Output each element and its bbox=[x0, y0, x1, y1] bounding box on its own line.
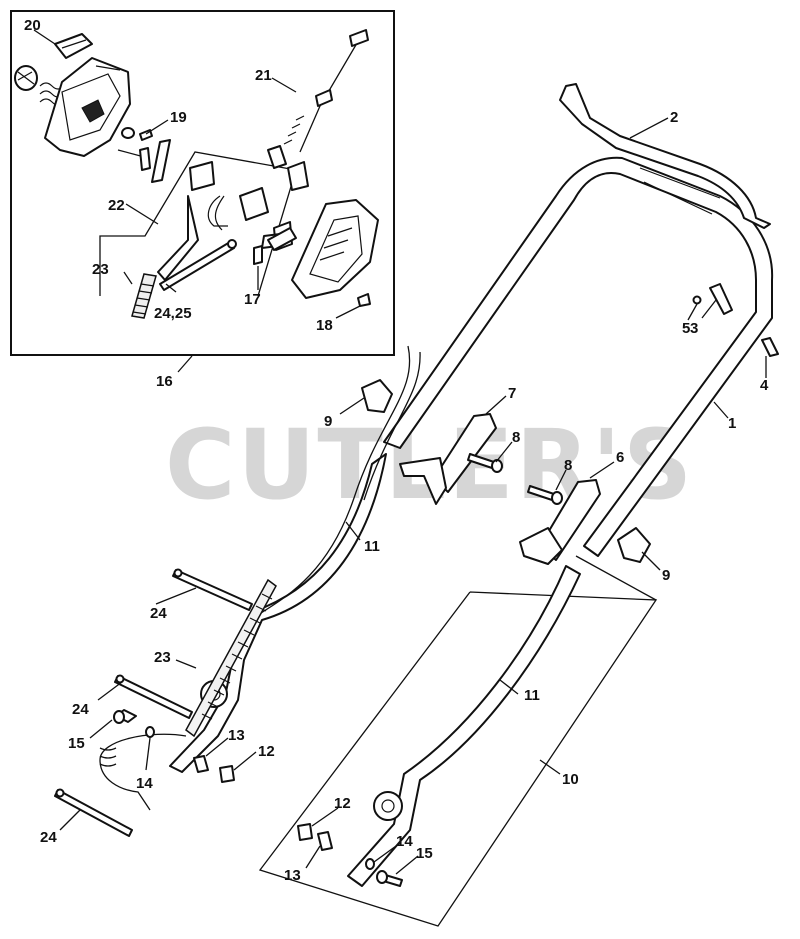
part-18-screw bbox=[357, 293, 371, 307]
part-22-wiring-group bbox=[157, 161, 269, 281]
part-12-nut-left bbox=[219, 765, 235, 783]
callout-9-upper: 9 bbox=[324, 413, 332, 430]
part-9-knob-upper bbox=[361, 379, 393, 413]
callout-7: 7 bbox=[508, 385, 516, 402]
callout-4: 4 bbox=[760, 377, 769, 394]
part-14-washer-left bbox=[145, 726, 155, 738]
callout-11-left: 11 bbox=[364, 538, 380, 555]
callout-6: 6 bbox=[616, 449, 624, 466]
switch-housing bbox=[44, 57, 131, 157]
callout-11-right: 11 bbox=[524, 687, 540, 704]
part-21-cable bbox=[267, 29, 369, 191]
part-1-upper-handle bbox=[383, 156, 774, 557]
callout-15-left: 15 bbox=[68, 735, 85, 752]
part-2-control-bar bbox=[559, 83, 771, 229]
part-23-conduit-inset bbox=[131, 273, 157, 319]
callout-21: 21 bbox=[255, 67, 272, 84]
part-7-clamp bbox=[399, 413, 497, 505]
callout-15-right: 15 bbox=[416, 845, 433, 862]
part-12-nut-right bbox=[297, 823, 313, 841]
lever-pin bbox=[117, 139, 171, 183]
part-24-tie-upper bbox=[172, 568, 253, 611]
callout-24-25: 24,25 bbox=[154, 305, 192, 322]
inset-box bbox=[10, 10, 395, 356]
part-8-bolt-upper bbox=[467, 453, 503, 473]
callout-23-inset: 23 bbox=[92, 261, 109, 278]
cable-upper bbox=[249, 345, 421, 621]
part-13-spacer-left bbox=[193, 755, 209, 773]
callout-18: 18 bbox=[316, 317, 333, 334]
callout-13-right: 13 bbox=[284, 867, 301, 884]
part-11-lower-handle-right bbox=[347, 565, 581, 887]
callout-14-left: 14 bbox=[136, 775, 153, 792]
part-14-washer-right bbox=[365, 858, 375, 870]
callout-22: 22 bbox=[108, 197, 125, 214]
part-6-clamp bbox=[519, 479, 601, 565]
callout-17: 17 bbox=[244, 291, 261, 308]
callout-1: 1 bbox=[728, 415, 736, 432]
part-13-spacer-right bbox=[317, 831, 333, 851]
part-10-assembly bbox=[258, 555, 658, 927]
callout-19: 19 bbox=[170, 109, 187, 126]
coiled-lead bbox=[99, 733, 187, 811]
part-15-bolt-right bbox=[376, 870, 403, 887]
switch-unit bbox=[261, 199, 379, 299]
part-24-tie-lower bbox=[54, 788, 133, 837]
part-24-25-cable-tie-inset bbox=[159, 239, 237, 291]
part-17-screw bbox=[253, 245, 263, 265]
callout-16: 16 bbox=[156, 373, 173, 390]
callout-8-upper: 8 bbox=[512, 429, 520, 446]
callout-3: 3 bbox=[690, 320, 698, 337]
callout-9-lower: 9 bbox=[662, 567, 670, 584]
leader-lines bbox=[59, 117, 767, 875]
callout-12-left: 12 bbox=[258, 743, 275, 760]
part-23-conduit bbox=[185, 578, 277, 738]
callout-8-lower: 8 bbox=[564, 457, 572, 474]
part-24-tie-middle bbox=[114, 674, 193, 719]
part-9-knob-lower bbox=[617, 527, 651, 563]
callout-2: 2 bbox=[670, 109, 678, 126]
callout-24-lower: 24 bbox=[40, 829, 57, 846]
part-15-bolt-left bbox=[113, 709, 137, 724]
part-20-cover bbox=[54, 33, 93, 59]
part-3-bracket bbox=[692, 283, 733, 315]
callout-23-main: 23 bbox=[154, 649, 171, 666]
callout-20: 20 bbox=[24, 17, 41, 34]
callout-5: 5 bbox=[682, 320, 690, 337]
callout-24-upper: 24 bbox=[150, 605, 167, 622]
part-19-screw bbox=[121, 127, 153, 141]
callout-13-left: 13 bbox=[228, 727, 245, 744]
callout-12-right: 12 bbox=[334, 795, 351, 812]
part-4-screw bbox=[761, 337, 779, 357]
part-8-bolt-lower bbox=[527, 485, 563, 505]
callout-10: 10 bbox=[562, 771, 579, 788]
callout-14-right: 14 bbox=[396, 833, 413, 850]
callout-24-middle: 24 bbox=[72, 701, 89, 718]
